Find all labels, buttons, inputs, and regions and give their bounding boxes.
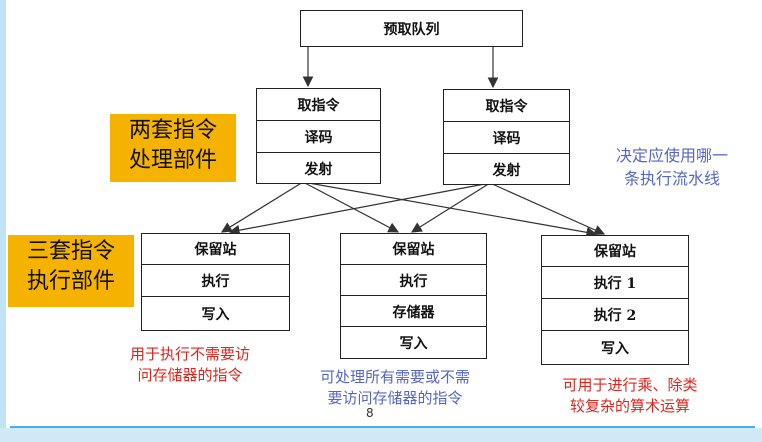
unit3-note: 可用于进行乘、除类 较复杂的算术运算 — [530, 375, 730, 417]
exec3-row-execute2: 执行 2 — [542, 298, 688, 331]
dispatch-note-line2: 条执行流水线 — [623, 169, 720, 188]
dispatch-note: 决定应使用哪一 条执行流水线 — [592, 144, 752, 190]
arrow-r-to-u2 — [410, 182, 491, 233]
exec3-row-station: 保留站 — [594, 244, 636, 260]
decode-group-line2: 处理部件 — [128, 148, 217, 173]
exec-unit-1: 保留站 执行 写入 — [141, 233, 290, 331]
decode-group-label: 两套指令 处理部件 — [110, 114, 236, 182]
unit3-note-line1: 可用于进行乘、除类 — [562, 376, 698, 394]
arrow-r-to-u3 — [489, 182, 606, 236]
arrow-r-to-u1 — [228, 182, 491, 236]
decode2-row-fetch: 取指令 — [485, 98, 528, 115]
exec-group-line2: 执行部件 — [26, 269, 115, 294]
arrow-l-to-u1 — [220, 181, 304, 233]
unit2-note-line2: 要访问存储器的指令 — [327, 389, 463, 407]
dispatch-note-line1: 决定应使用哪一 — [615, 146, 728, 165]
footer-accent-line — [10, 426, 755, 428]
decode1-row-issue: 发射 — [257, 152, 380, 184]
exec2-row-station: 保留站 — [392, 242, 435, 258]
exec1-row-execute: 执行 — [142, 264, 289, 297]
decode1-row-decode: 译码 — [257, 120, 380, 153]
prefetch-queue-label: 预取队列 — [383, 21, 440, 38]
page-number: 8 — [366, 406, 374, 420]
decode2-row-issue: 发射 — [444, 153, 569, 185]
exec1-row-write: 写入 — [142, 296, 289, 331]
unit1-note-line1: 用于执行不需要访 — [129, 345, 250, 363]
decode-unit-2: 取指令 译码 发射 — [443, 89, 570, 185]
exec2-row-write: 写入 — [341, 326, 486, 359]
exec2-row-memory: 存储器 — [341, 295, 486, 327]
exec2-row-execute: 执行 — [341, 264, 486, 296]
decode-group-line1: 两套指令 — [128, 118, 217, 143]
unit2-note: 可处理所有需要或不需 要访问存储器的指令 — [290, 367, 500, 409]
unit1-note-line2: 问存储器的指令 — [137, 366, 243, 384]
arrow-l-to-u2 — [302, 181, 400, 233]
unit2-note-line1: 可处理所有需要或不需 — [319, 368, 470, 386]
unit1-note: 用于执行不需要访 问存储器的指令 — [100, 344, 280, 386]
exec-unit-3: 保留站 执行 1 执行 2 写入 — [541, 235, 689, 365]
exec1-row-station: 保留站 — [194, 242, 237, 258]
decode1-row-fetch: 取指令 — [297, 97, 340, 114]
exec3-row-write: 写入 — [542, 330, 688, 365]
exec3-row-execute1: 执行 1 — [542, 266, 688, 299]
decode2-row-decode: 译码 — [444, 121, 569, 154]
exec-unit-2: 保留站 执行 存储器 写入 — [340, 233, 487, 359]
left-band — [0, 0, 6, 442]
prefetch-queue-box: 预取队列 — [300, 10, 523, 47]
unit3-note-line2: 较复杂的算术运算 — [569, 397, 690, 415]
decode-unit-1: 取指令 译码 发射 — [256, 88, 381, 184]
exec-group-line1: 三套指令 — [26, 239, 115, 264]
exec-group-label: 三套指令 执行部件 — [8, 235, 134, 307]
footer-band — [0, 428, 762, 442]
